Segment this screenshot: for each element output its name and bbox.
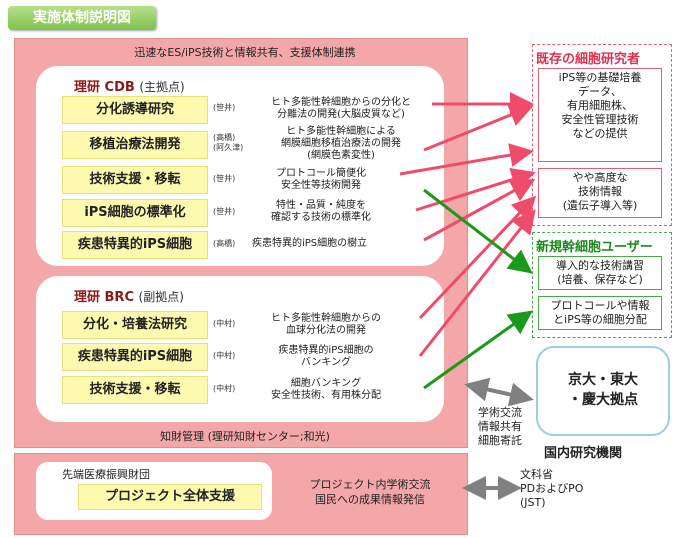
arrow-cdb-disease	[423, 179, 536, 242]
brc-row-0-label: 分化・培養法研究	[62, 311, 208, 339]
brc-row-0-desc: ヒト多能性幹細胞からの 血球分化法の開発	[271, 313, 381, 336]
cdb-row-3-label: iPS細胞の標準化	[62, 199, 208, 227]
mext-label: 文科省 PDおよびPO (JST)	[520, 468, 584, 509]
page-title: 実施体制説明図	[8, 6, 156, 30]
cdb-row-4-desc: 疾患特異的iPS細胞の樹立	[252, 238, 368, 249]
cdb-row-4-person: (高橋)	[213, 239, 236, 248]
cdb-row-1-label: 移植治療法開発	[62, 131, 208, 159]
cdb-row-0-desc: ヒト多能性幹細胞からの分化と 分離法の開発(大脳皮質など)	[271, 97, 411, 120]
cdb-row-2-person: (笹井)	[213, 174, 236, 183]
new-users-item-distribution: プロトコールや情報 とiPS等の細胞分配	[538, 296, 662, 330]
domestic-hubs-label: 京大・東大 ・慶大拠点	[568, 372, 638, 408]
brc-subtitle: (副拠点)	[138, 290, 184, 304]
cdb-row-3-person: (笹井)	[213, 207, 236, 216]
brc-row-2-desc: 細胞バンキング 安全性技術、有用株分配	[271, 378, 381, 401]
new-users-item-training: 導入的な技術講習 (培養、保存など)	[538, 256, 662, 290]
brc-row-1-label: 疾患特異的iPS細胞	[62, 343, 208, 371]
panel-footer: 知財管理 (理研知財センター;和光)	[160, 430, 330, 443]
cdb-row-3-desc: 特性・品質・純度を 確認する技術の標準化	[271, 200, 371, 223]
arrow-domestic-exchange	[464, 377, 534, 407]
foundation-note: プロジェクト内学術交流 国民への成果情報発信	[309, 478, 431, 506]
existing-item-basic: iPS等の基礎培養 データ、 有用細胞株、 安全性管理技術 などの提供	[538, 68, 662, 162]
arrow-cdb-support	[399, 143, 534, 176]
project-support-label: プロジェクト全体支援	[78, 484, 262, 510]
cdb-row-4-label: 疾患特異的iPS細胞	[62, 231, 208, 259]
cdb-row-0-person: (笹井)	[213, 103, 236, 112]
cdb-name: 理研 CDB	[74, 80, 135, 95]
cdb-row-2-label: 技術支援・移転	[62, 166, 208, 194]
arrow-brc-support-green	[423, 310, 533, 390]
brc-row-1-person: (中村)	[213, 351, 236, 360]
brc-row-2-person: (中村)	[213, 384, 236, 393]
cdb-row-1-desc: ヒト多能性幹細胞による 網膜細胞移植治療法の開発 (網膜色素変性)	[281, 126, 401, 161]
panel-header: 迅速なES/iPS技術と情報共有、支援体制連携	[134, 46, 356, 59]
foundation-name: 先端医療振興財団	[62, 468, 150, 481]
brc-row-2-label: 技術支援・移転	[62, 376, 208, 404]
cdb-row-2-desc: プロトコール簡便化 安全性等技術開発	[276, 168, 366, 191]
arrow-cdb-transplant	[423, 103, 534, 152]
cdb-row-1-person: (高橋) (阿久津)	[213, 133, 244, 152]
arrow-cdb-support-green	[423, 188, 533, 274]
existing-item-advanced: やや高度な 技術情報 (遺伝子導入等)	[538, 168, 662, 218]
arrow-brc-disease	[418, 209, 536, 357]
brc-row-0-person: (中村)	[213, 319, 236, 328]
brc-row-1-desc: 疾患特異的iPS細胞の バンキング	[278, 345, 374, 368]
brc-title: 理研 BRC (副拠点)	[74, 286, 184, 305]
cdb-title: 理研 CDB (主拠点)	[74, 76, 185, 95]
domestic-institutions-title: 国内研究機関	[544, 446, 623, 461]
brc-name: 理研 BRC	[74, 290, 134, 305]
existing-title: 既存の細胞研究者	[536, 52, 641, 67]
academic-exchange-note: 学術交流 情報共有 細胞寄託	[478, 406, 522, 447]
cdb-subtitle: (主拠点)	[139, 80, 185, 94]
domestic-hubs-box	[536, 346, 670, 436]
new-users-title: 新規幹細胞ユーザー	[536, 240, 653, 255]
cdb-row-0-label: 分化誘導研究	[62, 96, 208, 124]
